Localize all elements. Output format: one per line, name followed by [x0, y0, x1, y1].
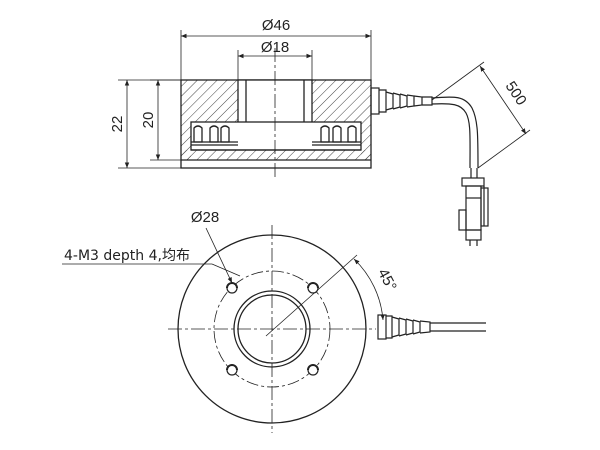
dim-inner-diameter — [237, 50, 313, 80]
mounting-hole — [307, 282, 319, 294]
hole-callout-label: 4-M3 depth 4,均布 — [64, 248, 190, 264]
body-hatch-base — [181, 150, 371, 160]
dim-total-height-label: 22 — [109, 116, 126, 133]
hole-callout-leader — [62, 263, 241, 277]
cable-front — [430, 322, 486, 332]
dim-body-height — [150, 79, 181, 161]
mounting-hole — [226, 364, 238, 376]
section-view — [180, 48, 372, 178]
mounting-holes — [226, 282, 319, 376]
dim-outer-diameter — [180, 30, 372, 80]
mounting-hole — [307, 364, 319, 376]
cable-gland-top — [370, 87, 433, 115]
dim-angle-label: 45° — [374, 266, 400, 294]
led-right — [312, 125, 361, 146]
dim-inner-diameter-label: Ø18 — [261, 39, 289, 56]
body-hatch-bottom-right — [361, 122, 371, 160]
mounting-hole — [226, 282, 238, 294]
cable-top — [431, 96, 489, 246]
diagonal-line — [265, 254, 358, 337]
dim-body-height-label: 20 — [140, 112, 157, 129]
dim-cable-length — [431, 61, 531, 169]
dim-hole-circle — [205, 227, 233, 284]
front-view — [168, 225, 376, 433]
cable-gland-front — [377, 314, 431, 340]
dim-angle — [353, 258, 385, 321]
dim-outer-diameter-label: Ø46 — [262, 17, 290, 34]
led-left — [191, 125, 238, 146]
body-hatch-right — [312, 80, 371, 122]
dim-hole-circle-label: Ø28 — [191, 209, 219, 226]
body-hatch-bottom-left — [181, 122, 191, 160]
body-hatch-left — [181, 80, 238, 122]
